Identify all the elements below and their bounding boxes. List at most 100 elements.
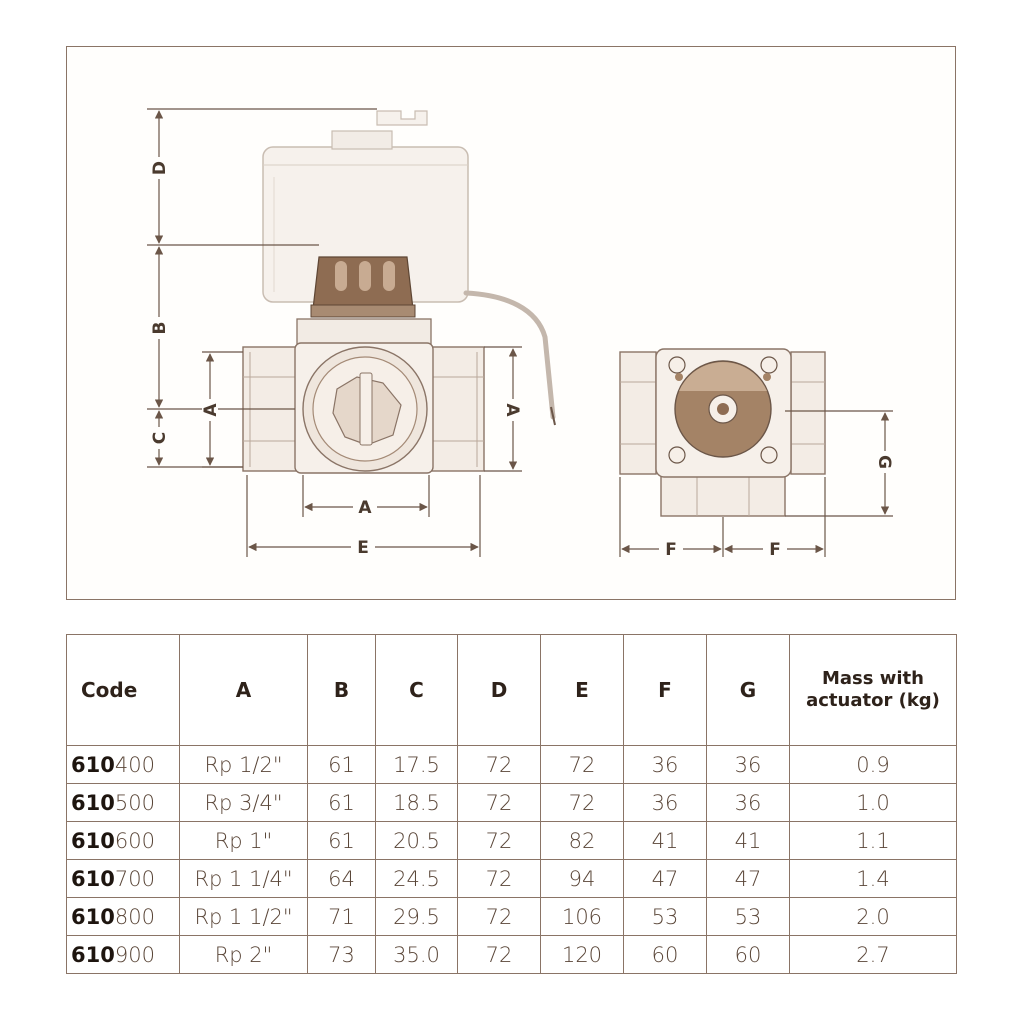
cell-f: 53 bbox=[623, 897, 707, 936]
header-b: B bbox=[307, 634, 376, 746]
dim-label-f-right: F bbox=[769, 540, 781, 560]
label-backgrounds bbox=[151, 157, 893, 560]
code-prefix: 610 bbox=[71, 904, 115, 929]
cell-a: Rp 2" bbox=[179, 935, 308, 974]
cell-a: Rp 1 1/2" bbox=[179, 897, 308, 936]
specification-table: Code A B C D E F G Mass with actuator (k… bbox=[66, 634, 957, 974]
header-d: D bbox=[457, 634, 541, 746]
table-header-row: Code A B C D E F G Mass with actuator (k… bbox=[66, 634, 957, 746]
header-f: F bbox=[623, 634, 707, 746]
table-row: 610500 Rp 3/4" 61 18.5 72 72 36 36 1.0 bbox=[66, 783, 957, 822]
cell-b: 61 bbox=[307, 821, 376, 860]
cell-e: 72 bbox=[540, 783, 624, 822]
code-prefix: 610 bbox=[71, 828, 115, 853]
header-c: C bbox=[375, 634, 458, 746]
code-prefix: 610 bbox=[71, 790, 115, 815]
table-row: 610800 Rp 1 1/2" 71 29.5 72 106 53 53 2.… bbox=[66, 897, 957, 936]
code-suffix: 900 bbox=[114, 942, 155, 967]
dim-label-c: C bbox=[150, 432, 170, 444]
table-row: 610900 Rp 2" 73 35.0 72 120 60 60 2.7 bbox=[66, 935, 957, 974]
header-mass: Mass with actuator (kg) bbox=[789, 634, 957, 746]
cell-code: 610700 bbox=[66, 859, 180, 898]
cell-g: 36 bbox=[706, 783, 790, 822]
cell-a: Rp 1 1/4" bbox=[179, 859, 308, 898]
cell-a: Rp 1/2" bbox=[179, 745, 308, 784]
dim-label-e: E bbox=[357, 538, 369, 558]
header-mass-line1: Mass with bbox=[822, 668, 924, 690]
code-suffix: 600 bbox=[114, 828, 155, 853]
cell-c: 29.5 bbox=[375, 897, 458, 936]
cell-g: 36 bbox=[706, 745, 790, 784]
header-a: A bbox=[179, 634, 308, 746]
cell-a: Rp 3/4" bbox=[179, 783, 308, 822]
dim-label-a-bottom: A bbox=[358, 498, 372, 518]
dim-label-d: D bbox=[150, 161, 170, 175]
code-prefix: 610 bbox=[71, 866, 115, 891]
cell-c: 18.5 bbox=[375, 783, 458, 822]
cell-f: 36 bbox=[623, 783, 707, 822]
cell-e: 120 bbox=[540, 935, 624, 974]
cell-mass: 2.7 bbox=[789, 935, 957, 974]
code-suffix: 800 bbox=[114, 904, 155, 929]
cell-d: 72 bbox=[457, 745, 541, 784]
cell-code: 610600 bbox=[66, 821, 180, 860]
cell-f: 41 bbox=[623, 821, 707, 860]
cell-c: 35.0 bbox=[375, 935, 458, 974]
cell-b: 73 bbox=[307, 935, 376, 974]
valve-dimension-drawing: D B C A A A E F F G bbox=[147, 108, 894, 560]
technical-drawing-frame: D B C A A A E F F G bbox=[66, 46, 956, 600]
cell-d: 72 bbox=[457, 935, 541, 974]
dim-label-b: B bbox=[150, 322, 170, 335]
dim-label-g: G bbox=[874, 455, 894, 469]
actuator-cable bbox=[463, 290, 556, 420]
cell-d: 72 bbox=[457, 821, 541, 860]
cell-code: 610500 bbox=[66, 783, 180, 822]
cell-e: 106 bbox=[540, 897, 624, 936]
cell-f: 60 bbox=[623, 935, 707, 974]
valve-body-side bbox=[619, 348, 826, 517]
cell-e: 72 bbox=[540, 745, 624, 784]
cell-d: 72 bbox=[457, 783, 541, 822]
dim-label-a-left: A bbox=[201, 403, 221, 417]
cell-g: 53 bbox=[706, 897, 790, 936]
table-row: 610600 Rp 1" 61 20.5 72 82 41 41 1.1 bbox=[66, 821, 957, 860]
cell-d: 72 bbox=[457, 859, 541, 898]
cell-c: 17.5 bbox=[375, 745, 458, 784]
cell-d: 72 bbox=[457, 897, 541, 936]
table-row: 610400 Rp 1/2" 61 17.5 72 72 36 36 0.9 bbox=[66, 745, 957, 784]
cell-code: 610800 bbox=[66, 897, 180, 936]
valve-body-front bbox=[242, 318, 485, 474]
cell-b: 61 bbox=[307, 745, 376, 784]
cell-c: 20.5 bbox=[375, 821, 458, 860]
header-code: Code bbox=[66, 634, 180, 746]
cell-mass: 1.0 bbox=[789, 783, 957, 822]
dim-label-a-right: A bbox=[502, 403, 522, 417]
cell-b: 71 bbox=[307, 897, 376, 936]
cell-code: 610900 bbox=[66, 935, 180, 974]
code-prefix: 610 bbox=[71, 752, 115, 777]
cell-mass: 1.4 bbox=[789, 859, 957, 898]
header-g: G bbox=[706, 634, 790, 746]
cell-e: 94 bbox=[540, 859, 624, 898]
header-mass-line2: actuator (kg) bbox=[806, 690, 940, 711]
cell-g: 60 bbox=[706, 935, 790, 974]
cell-c: 24.5 bbox=[375, 859, 458, 898]
manual-knob bbox=[310, 256, 416, 318]
cell-code: 610400 bbox=[66, 745, 180, 784]
code-prefix: 610 bbox=[71, 942, 115, 967]
cell-e: 82 bbox=[540, 821, 624, 860]
code-suffix: 700 bbox=[114, 866, 155, 891]
header-e: E bbox=[540, 634, 624, 746]
dim-label-f-left: F bbox=[665, 540, 677, 560]
cell-mass: 1.1 bbox=[789, 821, 957, 860]
code-suffix: 500 bbox=[114, 790, 155, 815]
actuator-housing bbox=[262, 110, 469, 303]
cell-f: 36 bbox=[623, 745, 707, 784]
cell-g: 41 bbox=[706, 821, 790, 860]
code-suffix: 400 bbox=[114, 752, 155, 777]
cell-mass: 2.0 bbox=[789, 897, 957, 936]
cell-mass: 0.9 bbox=[789, 745, 957, 784]
cell-f: 47 bbox=[623, 859, 707, 898]
cell-b: 64 bbox=[307, 859, 376, 898]
cell-b: 61 bbox=[307, 783, 376, 822]
